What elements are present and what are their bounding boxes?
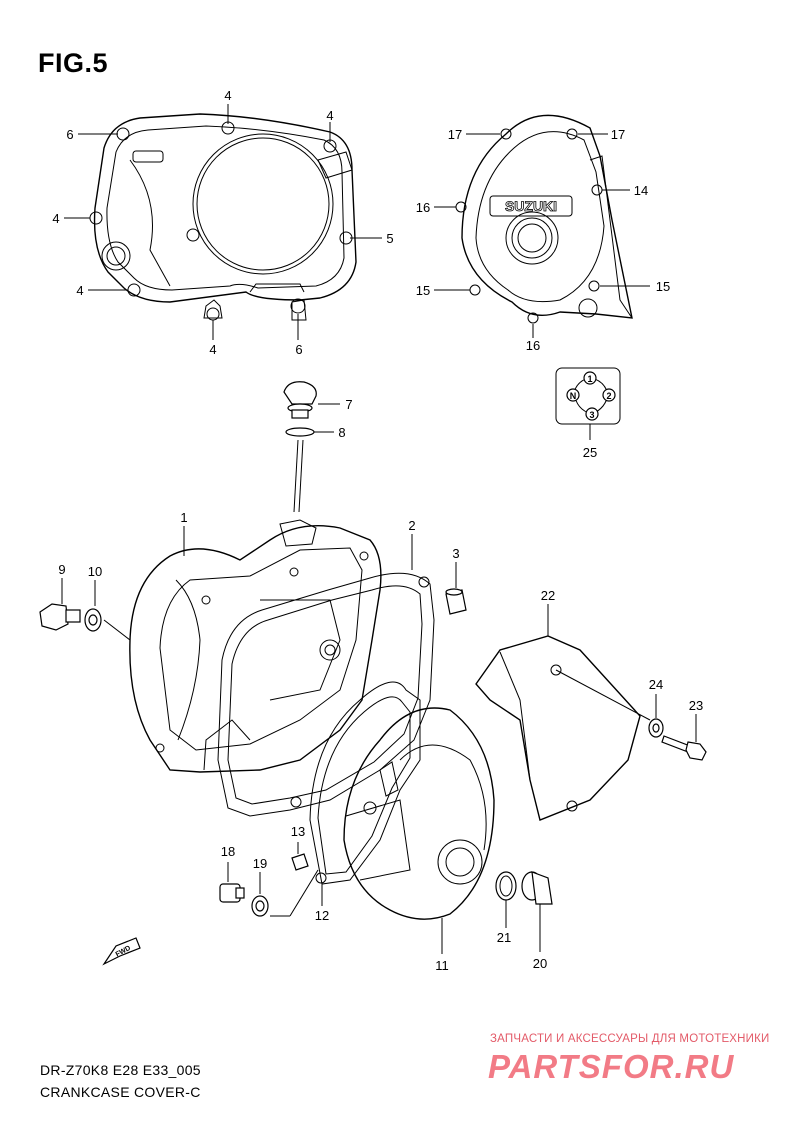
gasket-19-drawing [251, 895, 269, 917]
gear-position-indicator: 1 2 3 N [555, 367, 621, 425]
figure-title: FIG.5 [38, 48, 109, 78]
callout-4-d: 4 [76, 283, 83, 298]
plug-18-drawing [219, 883, 245, 903]
gear-1-label: 1 [587, 374, 592, 384]
callout-4-c: 4 [52, 211, 59, 226]
callout-20: 20 [533, 956, 547, 971]
oil-filler-cap-drawing [283, 381, 317, 513]
washer-10-drawing [84, 608, 102, 632]
plug-20-drawing [521, 871, 553, 905]
section-name-text: CRANKCASE COVER-C [40, 1084, 201, 1100]
callout-19: 19 [253, 856, 267, 871]
crankcase-gasket-drawing [217, 572, 435, 817]
callout-17-a: 17 [448, 127, 462, 142]
callout-16-b: 16 [526, 338, 540, 353]
callout-1: 1 [180, 510, 187, 525]
callout-15-a: 15 [416, 283, 430, 298]
magneto-cover-gasket-drawing [309, 681, 421, 885]
callout-11: 11 [435, 958, 449, 973]
callout-22: 22 [541, 588, 555, 603]
forward-direction-arrow: FWD [102, 937, 141, 966]
callout-8: 8 [338, 425, 345, 440]
watermark-brand: PARTSFOR.RU [488, 1048, 735, 1085]
callout-3: 3 [452, 546, 459, 561]
callout-4-a: 4 [224, 88, 231, 103]
gear-2-label: 2 [606, 391, 611, 401]
crankcase-cover-drawing [129, 519, 382, 773]
callout-labels: 6 4 4 4 5 4 4 6 17 17 14 16 15 15 16 25 … [52, 88, 703, 973]
callout-5: 5 [386, 231, 393, 246]
callout-16-a: 16 [416, 200, 430, 215]
callout-9: 9 [58, 562, 65, 577]
callout-18: 18 [221, 844, 235, 859]
washer-24-drawing [648, 718, 664, 738]
gear-3-label: 3 [589, 410, 594, 420]
magneto-cover-outline-drawing: SUZUKI [455, 114, 633, 324]
bolt-9-drawing [39, 603, 81, 631]
bolt-23-drawing [661, 735, 707, 761]
watermark-subtitle: ЗАПЧАСТИ И АКСЕССУАРЫ ДЛЯ МОТОТЕХНИКИ [490, 1033, 770, 1045]
pin-13-drawing [291, 853, 309, 871]
callout-7: 7 [345, 397, 352, 412]
suzuki-logo-text: SUZUKI [505, 198, 557, 214]
callout-4-e: 4 [209, 342, 216, 357]
callout-13: 13 [291, 824, 305, 839]
magneto-cover-drawing [343, 707, 495, 920]
callout-10: 10 [88, 564, 102, 579]
dowel-pin-3-drawing [445, 588, 467, 615]
leader-lines [61, 104, 697, 954]
o-ring-21-drawing [495, 871, 517, 901]
callout-17-b: 17 [611, 127, 625, 142]
callout-2: 2 [408, 518, 415, 533]
callout-4-b: 4 [326, 108, 333, 123]
callout-6-a: 6 [66, 127, 73, 142]
callout-24: 24 [649, 677, 663, 692]
callout-15-b: 15 [656, 279, 670, 294]
callout-14: 14 [634, 183, 648, 198]
sprocket-cover-drawing [475, 635, 641, 821]
clutch-cover-outline-drawing [89, 113, 357, 321]
callout-25: 25 [583, 445, 597, 460]
callout-21: 21 [497, 930, 511, 945]
model-code-text: DR-Z70K8 E28 E33_005 [40, 1062, 201, 1078]
callout-12: 12 [315, 908, 329, 923]
callout-23: 23 [689, 698, 703, 713]
callout-6-b: 6 [295, 342, 302, 357]
gear-neutral-label: N [570, 391, 577, 401]
